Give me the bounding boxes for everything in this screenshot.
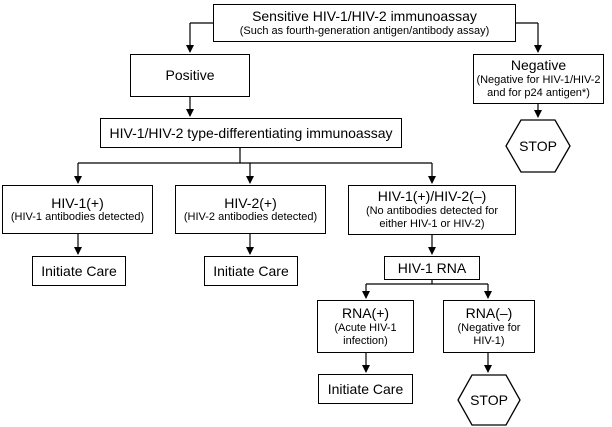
- rna-positive-detail-line1: (Acute HIV-1: [334, 321, 397, 334]
- screening-immunoassay-box: Sensitive HIV-1/HIV-2 immunoassay (Such …: [213, 4, 516, 42]
- rna-positive-title: RNA(+): [341, 304, 390, 321]
- hiv1-positive-title: HIV-1(+): [51, 194, 104, 211]
- hiv1-rna-label: HIV-1 RNA: [397, 259, 467, 276]
- hexagon-shape: [457, 374, 521, 426]
- hexagon-shape: [505, 119, 571, 173]
- screening-subtitle: (Such as fourth-generation antigen/antib…: [239, 24, 490, 37]
- rna-negative-title: RNA(–): [465, 304, 513, 321]
- indeterminate-detail-line1: (No antibodies detected for: [365, 205, 499, 218]
- initiate-care-label: Initiate Care: [41, 262, 117, 279]
- negative-title: Negative: [510, 57, 567, 74]
- initiate-care-hiv2-box: Initiate Care: [204, 256, 298, 286]
- indeterminate-box: HIV-1(+)/HIV-2(–) (No antibodies detecte…: [348, 185, 516, 235]
- differentiating-immunoassay-box: HIV-1/HIV-2 type-differentiating immunoa…: [100, 118, 402, 148]
- initiate-care-acute-box: Initiate Care: [318, 374, 413, 404]
- stop-label: STOP: [519, 138, 557, 154]
- rna-positive-box: RNA(+) (Acute HIV-1 infection): [317, 300, 414, 353]
- hiv1-positive-detail: (HIV-1 antibodies detected): [10, 211, 145, 224]
- stop-hexagon-negative: STOP: [505, 119, 571, 173]
- indeterminate-detail-line2: either HIV-1 or HIV-2): [379, 218, 485, 231]
- positive-box: Positive: [130, 54, 250, 97]
- initiate-care-label: Initiate Care: [327, 380, 404, 397]
- negative-box: Negative (Negative for HIV-1/HIV-2 and f…: [473, 54, 604, 104]
- rna-negative-box: RNA(–) (Negative for HIV-1): [443, 300, 535, 353]
- rna-negative-detail-line2: HIV-1): [473, 334, 505, 347]
- positive-label: Positive: [165, 67, 215, 84]
- negative-detail-line1: (Negative for HIV-1/HIV-2: [476, 74, 601, 87]
- rna-negative-detail-line1: (Negative for: [457, 321, 521, 334]
- hiv1-rna-box: HIV-1 RNA: [384, 256, 480, 280]
- differentiating-label: HIV-1/HIV-2 type-differentiating immunoa…: [109, 124, 393, 141]
- negative-detail-line2: and for p24 antigen*): [487, 87, 590, 100]
- screening-title: Sensitive HIV-1/HIV-2 immunoassay: [252, 8, 477, 24]
- stop-hexagon-rna-negative: STOP: [457, 374, 521, 426]
- initiate-care-hiv1-box: Initiate Care: [32, 256, 126, 286]
- hiv2-positive-title: HIV-2(+): [224, 194, 277, 211]
- indeterminate-title: HIV-1(+)/HIV-2(–): [377, 188, 487, 205]
- hiv2-positive-box: HIV-2(+) (HIV-2 antibodies detected): [175, 185, 326, 234]
- stop-label: STOP: [470, 392, 508, 408]
- initiate-care-label: Initiate Care: [213, 262, 289, 279]
- hiv1-positive-box: HIV-1(+) (HIV-1 antibodies detected): [2, 185, 153, 234]
- hiv2-positive-detail: (HIV-2 antibodies detected): [183, 211, 318, 224]
- rna-positive-detail-line2: infection): [343, 334, 388, 347]
